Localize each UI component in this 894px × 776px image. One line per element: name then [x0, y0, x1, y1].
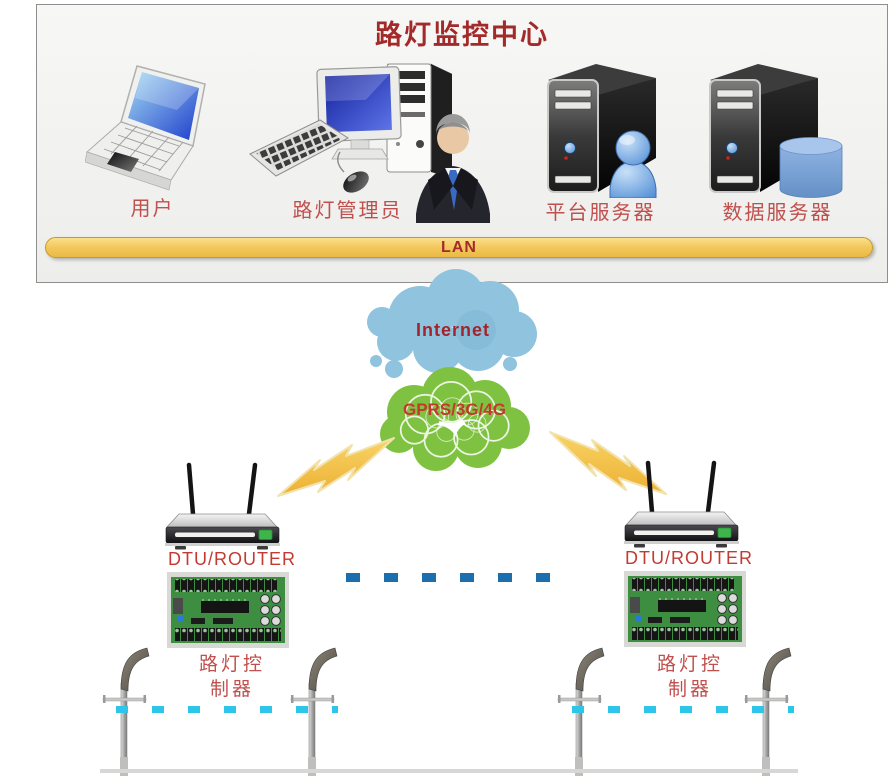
controller-left-label: 路灯控 制器 — [180, 652, 284, 702]
laptop-icon — [84, 58, 220, 195]
gprs-label: GPRS/3G/4G — [403, 400, 506, 419]
internet-cloud-icon — [358, 266, 548, 384]
dashed-link-right — [572, 706, 794, 713]
gprs-cloud-icon — [372, 362, 537, 474]
user-label: 用户 — [130, 198, 175, 220]
street-lamp-icon — [742, 645, 797, 776]
lan-label: LAN — [441, 238, 477, 256]
lan-bus: LAN — [45, 237, 873, 258]
router-left-icon — [163, 462, 283, 550]
controller-left-line2: 制器 — [209, 679, 254, 700]
desktop-admin-icon — [248, 58, 493, 223]
ground-line — [100, 769, 798, 773]
platform-server-label: 平台服务器 — [545, 202, 656, 224]
street-lamp-icon — [555, 645, 610, 776]
internet-label: Internet — [415, 320, 490, 340]
router-right-icon — [622, 460, 742, 548]
dashed-link-left — [116, 706, 338, 713]
street-lamp-icon — [288, 645, 343, 776]
server-database-icon — [700, 58, 845, 198]
lightning-right-icon — [548, 430, 668, 496]
pcb-left-icon — [167, 572, 289, 648]
street-lamp-icon — [100, 645, 155, 776]
dashed-link-middle — [346, 573, 574, 582]
admin-label: 路灯管理员 — [292, 200, 403, 222]
controller-right-line1: 路灯控 — [656, 654, 723, 675]
server-user-icon — [538, 58, 668, 199]
page-title: 路灯监控中心 — [375, 20, 549, 51]
controller-right-label: 路灯控 制器 — [638, 652, 742, 702]
router-right-label: DTU/ROUTER — [625, 548, 753, 568]
pcb-right-icon — [624, 571, 746, 647]
controller-left-line1: 路灯控 — [198, 654, 265, 675]
router-left-label: DTU/ROUTER — [168, 549, 296, 569]
data-server-label: 数据服务器 — [722, 202, 833, 224]
lightning-left-icon — [276, 436, 396, 498]
controller-right-line2: 制器 — [667, 679, 712, 700]
